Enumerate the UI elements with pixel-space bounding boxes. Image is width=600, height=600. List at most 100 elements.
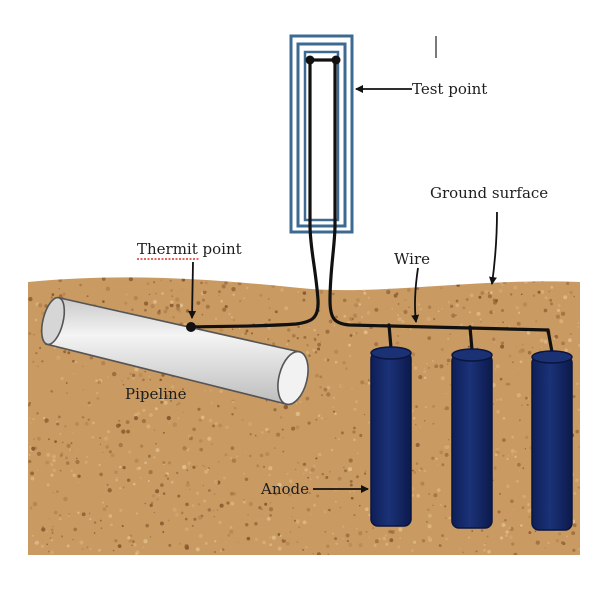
soil-grain	[116, 477, 118, 479]
soil-grain	[397, 317, 402, 322]
soil-grain	[28, 332, 32, 336]
soil-grain	[268, 307, 271, 310]
soil-grain	[424, 406, 428, 409]
soil-grain	[412, 416, 416, 420]
soil-grain	[117, 544, 122, 548]
soil-grain	[32, 438, 36, 441]
soil-grain	[145, 523, 150, 528]
soil-grain	[244, 522, 249, 527]
soil-grain	[485, 272, 487, 274]
soil-grain	[577, 486, 580, 489]
soil-grain	[508, 354, 512, 358]
soil-grain	[222, 476, 226, 480]
soil-grain	[527, 509, 531, 513]
ground-surface-arrow	[488, 211, 498, 285]
soil-grain	[447, 439, 450, 441]
soil-grain	[155, 442, 157, 445]
soil-grain	[184, 517, 188, 521]
soil-grain	[97, 548, 101, 552]
soil-grain	[99, 436, 102, 439]
soil-grain	[363, 330, 368, 335]
soil-grain	[107, 376, 109, 378]
soil-grain	[465, 298, 469, 301]
soil-grain	[268, 466, 273, 471]
soil-grain	[196, 491, 200, 495]
soil-grain	[296, 541, 299, 543]
soil-grain	[155, 394, 158, 397]
soil-grain	[577, 408, 580, 412]
soil-grain	[199, 439, 203, 443]
soil-grain	[342, 361, 346, 365]
soil-grain	[333, 410, 336, 413]
soil-grain	[96, 396, 100, 400]
soil-grain	[221, 548, 225, 551]
soil-grain	[106, 483, 109, 486]
soil-grain	[373, 543, 377, 547]
soil-grain	[41, 527, 46, 532]
soil-grain	[170, 400, 172, 402]
soil-grain	[527, 350, 532, 355]
soil-grain	[158, 309, 161, 312]
soil-grain	[297, 461, 300, 464]
soil-grain	[324, 530, 327, 533]
soil-grain	[84, 421, 89, 426]
soil-grain	[215, 482, 218, 485]
soil-grain	[76, 457, 78, 460]
soil-grain	[541, 279, 544, 282]
soil-grain	[61, 441, 64, 444]
soil-grain	[154, 407, 158, 411]
soil-grain	[269, 502, 272, 504]
soil-grain	[250, 332, 254, 335]
soil-grain	[455, 303, 460, 308]
soil-grain	[324, 358, 328, 362]
soil-grain	[398, 527, 403, 532]
soil-grain	[439, 450, 444, 455]
soil-grain	[46, 530, 48, 532]
soil-grain	[28, 417, 31, 420]
soil-grain	[460, 323, 463, 327]
soil-grain	[544, 547, 547, 549]
soil-grain	[33, 333, 35, 336]
soil-grain	[128, 277, 133, 282]
soil-grain	[132, 540, 135, 543]
soil-grain	[540, 346, 543, 349]
soil-grain	[423, 367, 426, 369]
soil-grain	[49, 537, 52, 539]
soil-grain	[286, 472, 289, 475]
soil-grain	[317, 333, 320, 336]
soil-grain	[66, 392, 68, 394]
soil-grain	[249, 454, 252, 458]
soil-grain	[202, 484, 205, 487]
soil-grain	[218, 520, 222, 525]
soil-grain	[553, 337, 556, 340]
soil-grain	[374, 539, 379, 544]
soil-grain	[397, 545, 401, 549]
soil-grain	[37, 436, 41, 441]
soil-grain	[510, 449, 515, 454]
soil-grain	[192, 427, 196, 432]
soil-grain	[516, 393, 521, 398]
soil-grain	[516, 321, 521, 326]
soil-grain	[577, 326, 580, 328]
soil-grain	[475, 550, 478, 553]
soil-grain	[401, 319, 405, 324]
soil-grain	[147, 480, 150, 482]
soil-grain	[509, 535, 513, 540]
soil-grain	[431, 270, 433, 272]
soil-grain	[268, 318, 271, 322]
soil-grain	[115, 478, 118, 482]
soil-grain	[36, 412, 39, 415]
pipeline-left-end	[40, 296, 66, 346]
soil-grain	[86, 295, 89, 298]
soil-grain	[187, 434, 192, 438]
soil-grain	[256, 464, 260, 468]
soil-grain	[493, 466, 497, 470]
soil-grain	[66, 544, 70, 548]
test-terminal-left	[305, 55, 315, 65]
soil-grain	[508, 383, 511, 386]
soil-grain	[535, 540, 540, 545]
soil-grain	[321, 394, 323, 397]
soil-grain	[230, 491, 234, 496]
soil-grain	[353, 426, 356, 430]
soil-grain	[245, 329, 249, 333]
